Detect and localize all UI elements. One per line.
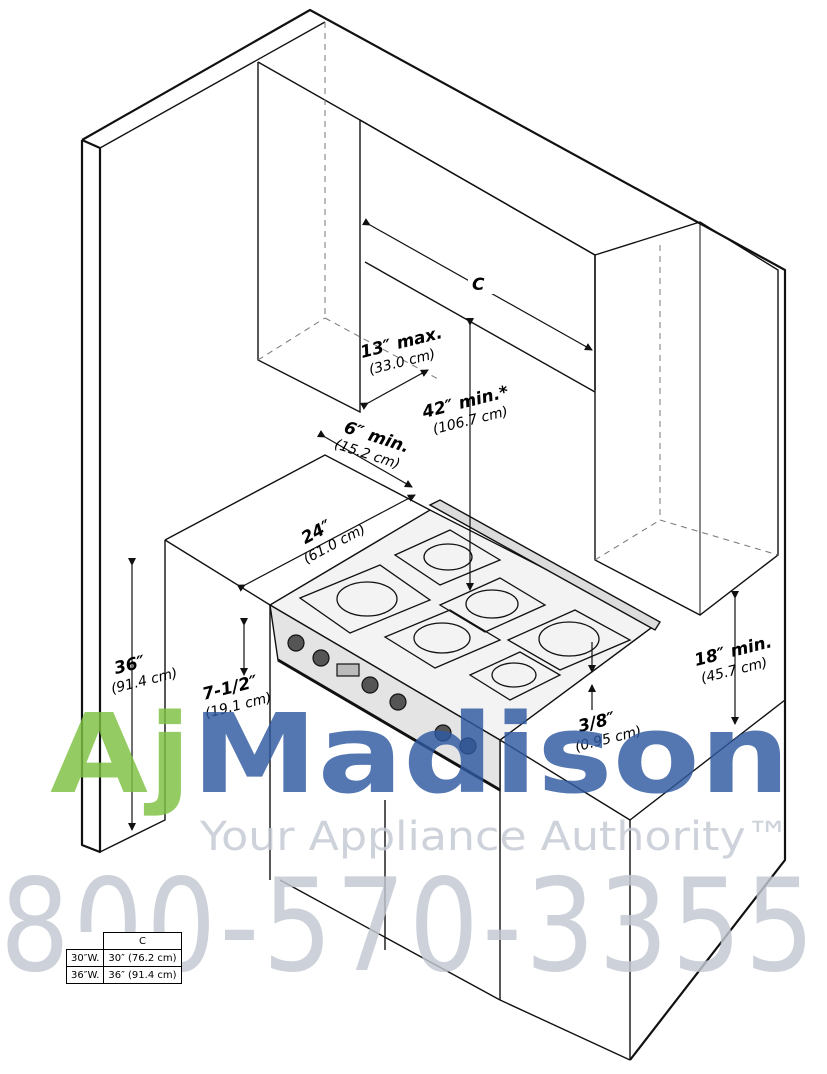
control-knobs [287,634,477,755]
table-cell-c: 30″ (76.2 cm) [103,949,182,967]
watermark-tagline: Your Appliance Authority™ [199,814,790,860]
dim-c-label: C [472,275,485,295]
table-row: 30″W. 30″ (76.2 cm) [65,949,182,967]
table-cell-c: 36″ (91.4 cm) [103,966,182,984]
upper-cabinets [257,61,779,616]
table-header-row: C [66,932,182,950]
table-header-c: C [103,932,182,950]
table-cell-width: 30″W. [65,949,105,967]
table-corner-cell [66,932,105,950]
width-spec-table: C 30″W. 30″ (76.2 cm) 36″W. 36″ (91.4 cm… [65,932,182,984]
table-row: 36″W. 36″ (91.4 cm) [65,966,182,984]
hidden-edges [257,22,779,561]
dimension-lines [128,218,739,831]
table-cell-width: 36″W. [65,966,105,984]
